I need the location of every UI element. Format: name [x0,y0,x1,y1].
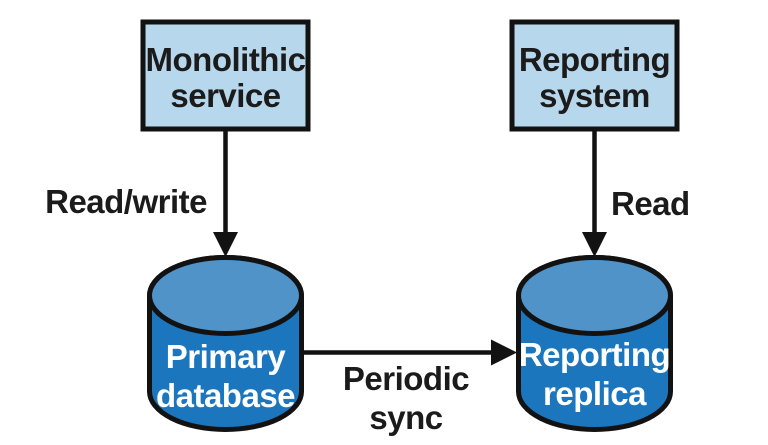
arrow-primary-to-replica [303,339,517,366]
node-primary-database-label-line2: database [156,377,295,414]
arrow-primary-to-replica-head [491,339,517,366]
node-reporting-system-label-line1: Reporting [519,41,670,78]
edge-label-read-write: Read/write [45,183,207,220]
node-primary-database: Primary database [147,255,304,432]
node-monolithic-service-label-line1: Monolithic [146,41,306,78]
edge-label-read: Read [611,185,690,222]
node-reporting-replica-label-line2: replica [543,375,647,412]
node-reporting-system: Reporting system [509,19,680,132]
node-reporting-replica-label-line1: Reporting [519,336,670,373]
arrow-reporting-to-replica-head [582,232,607,257]
edge-label-periodic-sync-line2: sync [369,399,442,436]
node-monolithic-service: Monolithic service [140,19,311,132]
node-reporting-system-label-line2: system [539,77,650,114]
node-monolithic-service-box [140,19,311,132]
edge-label-periodic-sync-line1: Periodic [343,360,469,397]
arrow-reporting-to-replica [582,129,607,257]
node-reporting-replica: Reporting replica [516,255,673,432]
node-primary-database-top [147,255,304,336]
arrow-monolith-to-primary [213,129,238,257]
node-reporting-system-box [509,19,680,132]
node-primary-database-label-line1: Primary [166,338,287,375]
node-reporting-replica-top [516,255,673,336]
arrow-monolith-to-primary-head [213,232,238,257]
node-monolithic-service-label-line2: service [170,77,280,114]
